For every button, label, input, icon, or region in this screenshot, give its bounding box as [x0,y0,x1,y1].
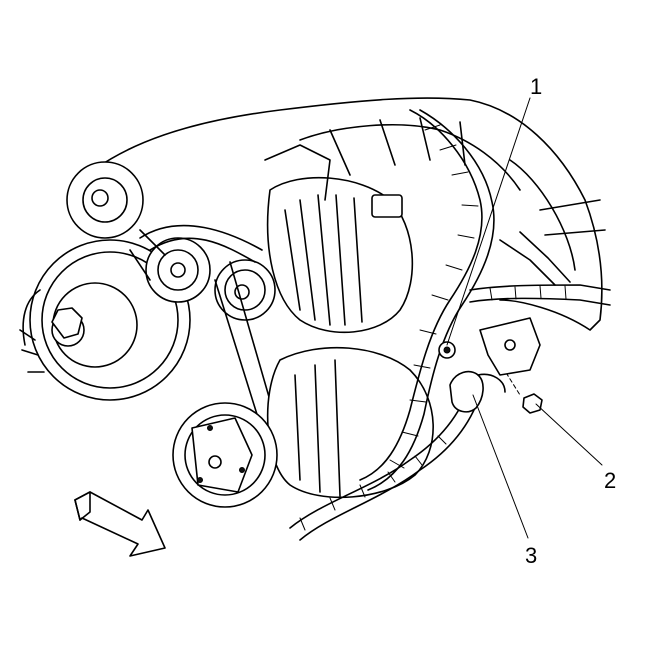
callout-label-2: 2 [604,468,616,493]
idler-pulley [66,161,144,239]
callout-label-3: 3 [525,543,537,568]
tensioner-pulley [129,229,211,303]
engine-block [69,97,606,331]
alternator [264,144,414,334]
ac-compressor [172,346,434,508]
part-1-clip [438,341,456,359]
part-3-connector [449,370,506,413]
mounting-bracket [479,317,541,376]
wiring-harness [289,109,611,541]
callout-leader-lines [446,97,603,539]
alternator-pulley [214,259,276,321]
callout-label-1: 1 [530,74,542,99]
front-direction-arrow-icon [74,491,166,557]
